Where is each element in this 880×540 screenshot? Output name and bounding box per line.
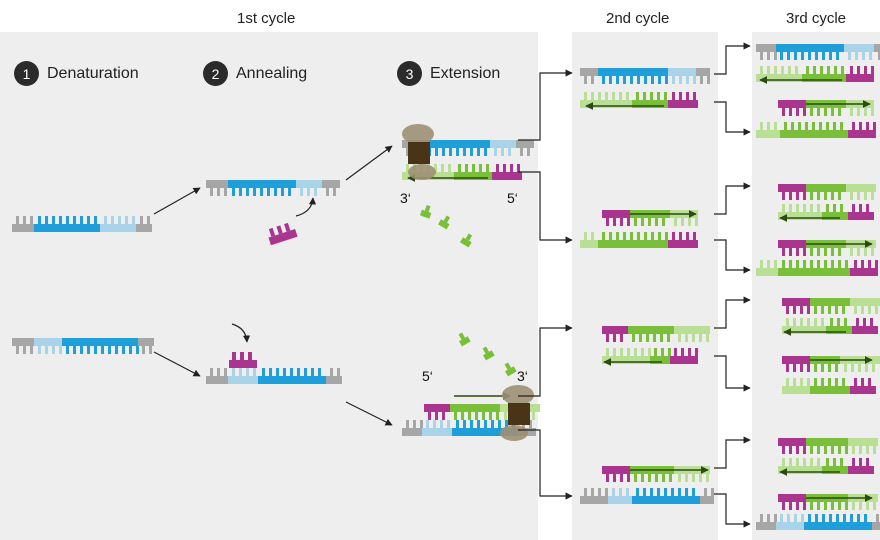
dna-strand [602,466,710,482]
dna-strand [602,348,698,364]
dna-strand [756,122,876,138]
dna-strand [756,44,880,60]
branch-arrow [714,101,751,136]
branch-arrow [518,69,573,141]
dna-strand [756,260,878,276]
primer [268,222,298,246]
branch-arrow [714,182,751,215]
step-number-badge: 3 [397,61,422,86]
dna-strand [756,66,874,82]
nucleotide [458,332,471,347]
dna-strand [778,438,878,454]
branch-arrow [714,493,751,528]
nucleotide [482,346,495,361]
dna-strand [778,494,878,510]
cycle3-header: 3rd cycle [786,10,847,27]
step-number-badge: 2 [203,61,228,86]
dna-strand [580,232,698,248]
nucleotide [504,362,517,377]
branch-arrow [714,355,751,392]
cycle2-header: 2nd cycle [606,10,670,27]
step-denaturation: 1 Denaturation [14,61,139,86]
dna-strand [778,458,874,474]
dna-strand [782,318,878,334]
strand-end-label: 3‘ [400,190,411,206]
step-extension: 3 Extension [397,61,500,86]
cycle1-header: 1st cycle [237,10,296,27]
strand-end-label: 3‘ [517,368,528,384]
strand-end-label: 5‘ [422,368,433,384]
dna-strand [782,298,880,314]
branch-arrow [714,239,751,274]
flow-arrow [345,401,393,426]
cycle3-panel [752,32,880,540]
branch-arrow [518,171,573,244]
dna-strand [778,100,874,116]
dna-strand [778,240,876,256]
dna-strand [580,488,714,504]
dna-strand [12,216,152,232]
dna-strand [778,204,874,220]
cycle1-panel [0,32,538,540]
step-annealing: 2 Annealing [203,61,307,86]
dna-strand [602,326,710,342]
step-label: Annealing [236,64,308,82]
dna-strand [580,68,710,84]
dna-strand [206,180,340,196]
polymerase [500,385,534,441]
primer [229,352,257,368]
step-label: Extension [430,64,501,82]
curved-arrow [231,323,251,343]
dna-strand [782,378,876,394]
flow-arrow [153,351,201,377]
branch-arrow [714,436,751,469]
curved-arrow [295,197,317,217]
dna-strand [778,184,876,200]
flow-arrow [345,145,393,181]
dna-strand [12,338,154,354]
nucleotide [419,205,432,219]
strand-end-label: 5‘ [507,190,518,206]
branch-arrow [518,429,573,500]
branch-arrow [714,42,751,75]
polymerase [402,124,436,180]
dna-strand [602,210,698,226]
step-number-badge: 1 [14,61,39,86]
dna-strand [206,368,342,384]
flow-arrow [153,187,201,215]
dna-strand [782,356,880,372]
dna-strand [580,92,698,108]
cycle2-panel [572,32,718,540]
branch-arrow [714,296,751,329]
nucleotide [460,233,473,248]
nucleotide [438,215,451,230]
branch-arrow [518,324,573,397]
dna-strand [756,514,880,530]
step-label: Denaturation [47,64,139,82]
